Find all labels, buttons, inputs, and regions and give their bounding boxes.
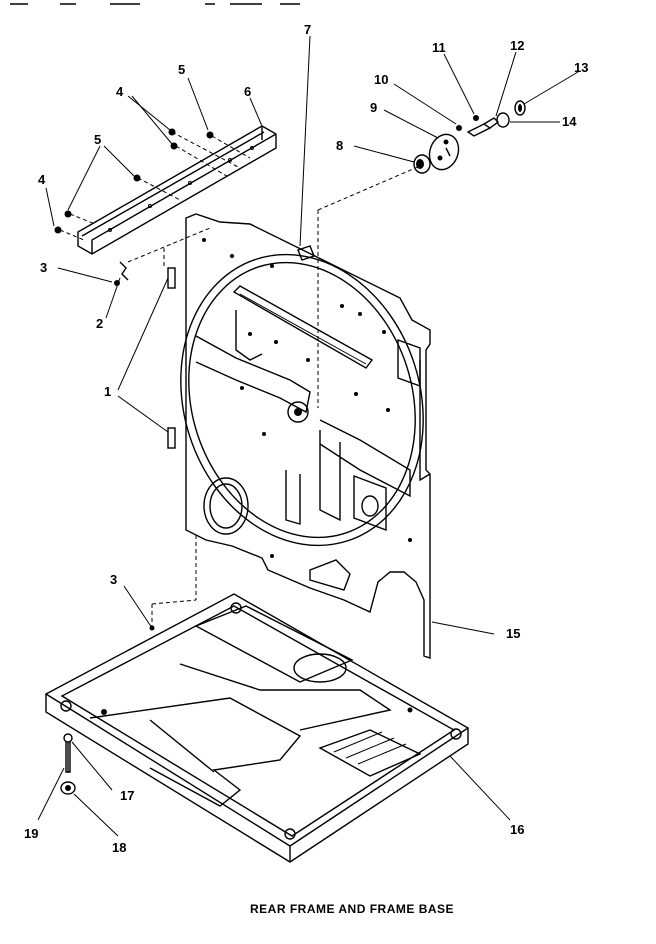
part-15-rear-panel — [180, 213, 431, 659]
rail-screws — [54, 128, 251, 286]
callout-3-lower: 3 — [110, 572, 117, 587]
alignment-lines — [151, 165, 421, 628]
callout-labels: 1 2 3 3 4 4 5 5 6 7 8 9 10 11 12 13 14 1… — [24, 22, 588, 855]
callout-15: 15 — [506, 626, 520, 641]
callout-18: 18 — [112, 840, 126, 855]
callout-16: 16 — [510, 822, 524, 837]
leader-lines — [37, 35, 579, 837]
callout-12: 12 — [510, 38, 524, 53]
callout-7: 7 — [304, 22, 311, 37]
callout-5-top: 5 — [178, 62, 185, 77]
callout-4-top: 4 — [116, 84, 124, 99]
parts-17-19-leveling-leg — [60, 733, 76, 795]
callout-9: 9 — [370, 100, 377, 115]
callout-14: 14 — [562, 114, 577, 129]
part-7-clip — [297, 245, 315, 261]
callout-8: 8 — [336, 138, 343, 153]
callout-2: 2 — [96, 316, 103, 331]
callout-17: 17 — [120, 788, 134, 803]
callout-19: 19 — [24, 826, 38, 841]
part-16-frame-base — [44, 593, 470, 863]
parts-10-14-shaft — [456, 100, 526, 137]
callout-3-upper: 3 — [40, 260, 47, 275]
part-1-pads — [167, 267, 176, 449]
callout-1: 1 — [104, 384, 111, 399]
diagram-caption: REAR FRAME AND FRAME BASE — [250, 902, 455, 916]
callout-4-left: 4 — [38, 172, 46, 187]
part-2-clip — [119, 227, 211, 281]
parts-8-9-bearing — [413, 133, 460, 174]
callout-5-left: 5 — [94, 132, 101, 147]
callout-11: 11 — [432, 40, 446, 55]
callout-10: 10 — [374, 72, 388, 87]
callout-13: 13 — [574, 60, 588, 75]
callout-6: 6 — [244, 84, 251, 99]
